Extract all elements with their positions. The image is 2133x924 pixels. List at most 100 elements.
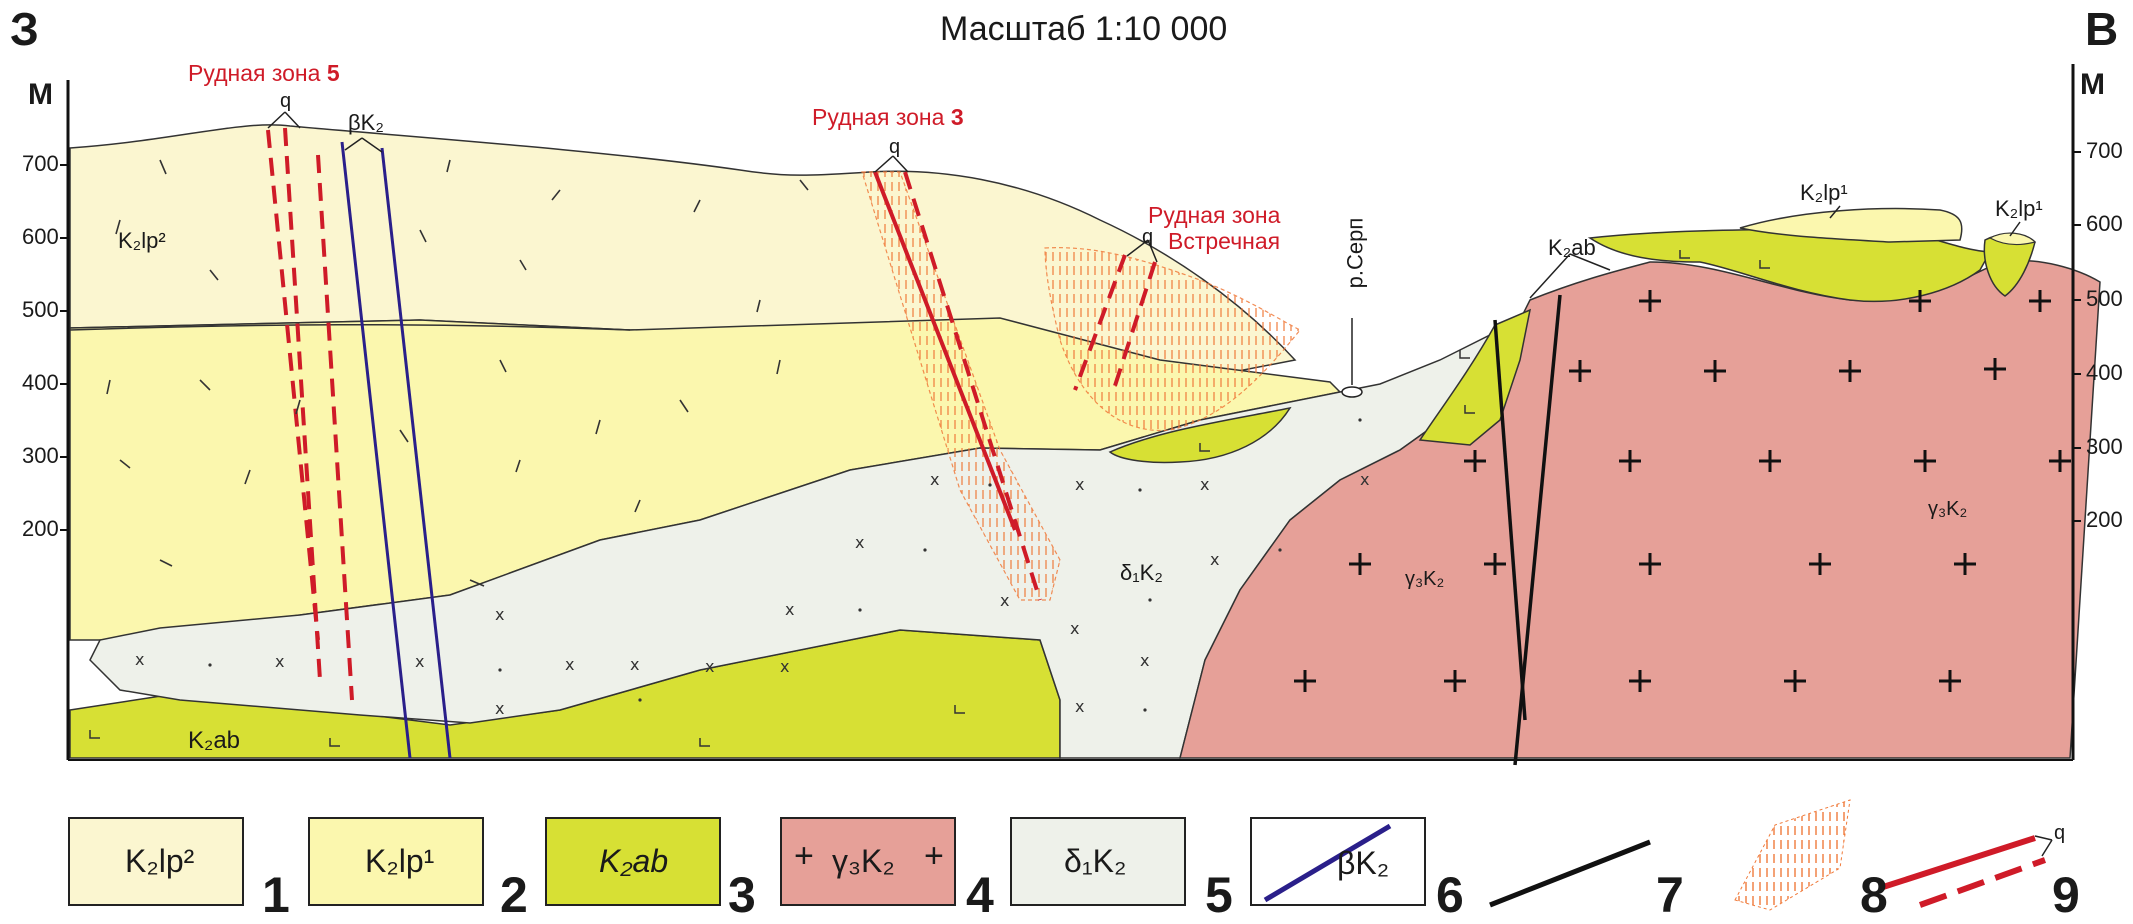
- legend-label-6: βK₂: [1337, 845, 1390, 881]
- layer-k2lp1-small-cap: [1988, 232, 2037, 246]
- basalt-dyke-2: [380, 147, 452, 759]
- axis-ticks: [60, 151, 2081, 531]
- legend-swatch-4: + γ₃K₂ +: [780, 817, 956, 906]
- legend-9-solid: [1879, 835, 2036, 891]
- legend-swatch-5: δ₁K₂: [1010, 817, 1186, 906]
- legend-swatch-1: K₂lp²: [68, 817, 244, 906]
- svg-text:x: x: [1000, 591, 1009, 610]
- k2lp1-leader-1: [1829, 205, 1841, 219]
- q-leader-3: [1126, 239, 1158, 263]
- left-unit-label: М: [28, 78, 53, 111]
- ore-zone-5-number: 5: [326, 60, 340, 86]
- svg-text:x: x: [415, 652, 424, 671]
- ore-zone-3-label: Рудная зона 3: [812, 104, 964, 131]
- boundary-lp2-lp1: [69, 323, 631, 331]
- svg-text:x: x: [855, 533, 864, 552]
- layer-k2lp1-cap: [1739, 207, 1963, 243]
- legend-swatch-6: βK₂: [1250, 817, 1426, 906]
- q-leader-1: [267, 111, 301, 129]
- legend-8-halo: [1734, 799, 1851, 911]
- legend-number-3: 3: [728, 867, 756, 923]
- q-leader-2: [874, 155, 909, 173]
- ore-vein-3a: [873, 171, 1017, 531]
- left-tick-300: 300: [22, 443, 59, 468]
- svg-text:x: x: [1140, 651, 1149, 670]
- right-tick-700: 700: [2086, 138, 2123, 163]
- ore-zone-vstrech-line2: Встречная: [1168, 228, 1281, 254]
- svg-text:x: x: [930, 470, 939, 489]
- legend-number-4: 4: [966, 867, 994, 923]
- halo-zone-3: [861, 171, 1061, 601]
- legend-number-9: 9: [2052, 867, 2080, 923]
- legend-label-2: K₂lp¹: [365, 843, 435, 879]
- scale-label: Масштаб 1:10 000: [940, 10, 1228, 48]
- sediment-strokes: [106, 159, 809, 587]
- left-tick-200: 200: [22, 516, 59, 541]
- ore-zone-5-text: Рудная зона: [188, 60, 321, 86]
- left-direction-label: З: [10, 3, 39, 55]
- k2lp1-top-label-2: K₂lp¹: [1995, 196, 2043, 221]
- ore-vein-vs1: [1073, 254, 1127, 391]
- fault-1: [1493, 319, 1527, 721]
- svg-text:x: x: [135, 650, 144, 669]
- legend-6-dyke: [1263, 823, 1392, 903]
- legend-number-8: 8: [1860, 867, 1888, 923]
- svg-text:x: x: [275, 652, 284, 671]
- svg-text:x: x: [495, 605, 504, 624]
- svg-text:x: x: [780, 657, 789, 676]
- k2ab-top-label: K₂ab: [1548, 235, 1596, 260]
- legend-number-6: 6: [1436, 867, 1464, 923]
- ore-vein-5c: [316, 154, 354, 701]
- right-tick-600: 600: [2086, 211, 2123, 236]
- legend-swatch-3: K₂ab: [545, 817, 721, 906]
- ore-zone-3-text: Рудная зона: [812, 104, 945, 130]
- fault-2: [1513, 294, 1562, 766]
- right-tick-500: 500: [2086, 286, 2123, 311]
- legend-plus-left: +: [794, 837, 814, 875]
- legend-number-7: 7: [1656, 867, 1684, 923]
- legend-label-5: δ₁K₂: [1064, 843, 1127, 879]
- legend-plus-right: +: [924, 837, 944, 875]
- ore-vein-5b: [283, 127, 322, 681]
- left-tick-600: 600: [22, 224, 59, 249]
- k2ab-bottom-label: K₂ab: [188, 727, 241, 754]
- gamma3k2-mid-label: γ₃K₂: [1405, 568, 1445, 590]
- legend-q-label: q: [2054, 822, 2066, 844]
- beta-leader: [344, 137, 383, 153]
- legend-label-1: K₂lp²: [125, 843, 195, 879]
- left-tick-700: 700: [22, 151, 59, 176]
- k2lp1-top-label-1: K₂lp¹: [1800, 180, 1848, 205]
- layer-k2ab-lens: [1108, 406, 1292, 464]
- svg-text:x: x: [1075, 475, 1084, 494]
- river-marker: [1341, 386, 1363, 398]
- svg-text:x: x: [1075, 697, 1084, 716]
- ab-marks: [89, 250, 1770, 747]
- legend-9-leader: [2034, 835, 2053, 857]
- svg-text:x: x: [1200, 475, 1209, 494]
- right-direction-label: В: [2085, 3, 2119, 55]
- q-label-3: q: [1142, 226, 1154, 248]
- basalt-dyke-1: [340, 141, 412, 759]
- legend-label-3: K₂ab: [599, 843, 669, 879]
- left-tick-500: 500: [22, 297, 59, 322]
- svg-text:x: x: [785, 600, 794, 619]
- ore-zone-3-number: 3: [950, 104, 964, 130]
- svg-text:x: x: [1210, 550, 1219, 569]
- legend-number-5: 5: [1205, 867, 1233, 923]
- left-tick-400: 400: [22, 370, 59, 395]
- k2ab-leader: [1529, 253, 1611, 299]
- granite-plus-signs: [1294, 290, 2071, 692]
- right-unit-label: М: [2080, 68, 2105, 101]
- k2lp2-left-label: K₂lp²: [118, 228, 166, 253]
- right-tick-300: 300: [2086, 434, 2123, 459]
- legend-7-fault: [1489, 839, 1651, 908]
- ore-zone-vstrech-line1: Рудная зона: [1148, 202, 1281, 228]
- right-tick-400: 400: [2086, 360, 2123, 385]
- ore-vein-5a: [266, 129, 320, 641]
- svg-text:x: x: [705, 657, 714, 676]
- river-label: р.Серп: [1342, 217, 1368, 289]
- k2lp1-leader-2: [2009, 221, 2021, 237]
- delta1k2-label: δ₁K₂: [1120, 560, 1163, 585]
- legend-swatch-2: K₂lp¹: [308, 817, 484, 906]
